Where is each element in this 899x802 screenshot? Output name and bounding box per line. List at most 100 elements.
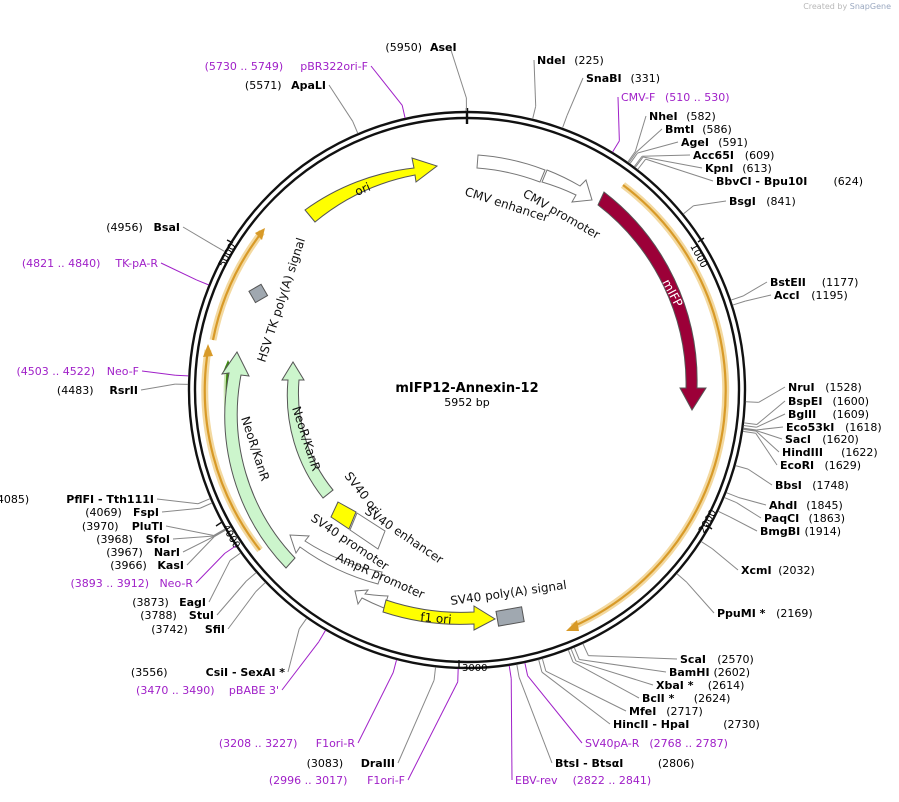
feature-hsv-tk-polya: [248, 283, 269, 304]
site-saci-leader: [756, 430, 783, 440]
primer-neo-r-leader: [195, 552, 226, 584]
feature-mifp: [597, 191, 707, 411]
site-bmti-leader: [635, 128, 663, 153]
primer-neo-r-range: (3893 .. 3912): [70, 577, 149, 590]
site-eagi-leader: [208, 560, 231, 603]
plasmid-name: mIFP12-Annexin-12: [395, 381, 538, 396]
site-kpni-tick: [634, 156, 644, 168]
site-snabi-name: SnaBI: [586, 72, 622, 85]
primer-cmv-f-leader: [617, 96, 620, 141]
site-btsi-bts-i-pos: (2806): [658, 757, 695, 770]
feature-neor-kanr-outer: [220, 351, 296, 569]
site-leader-lines: [140, 46, 786, 781]
primer-pbabe-3--range: (3470 .. 3490): [136, 684, 215, 697]
primer-ebv-rev-leader: [510, 678, 513, 781]
primer-f1ori-f-leader: [407, 681, 459, 781]
site-ahdi-tick: [726, 492, 739, 498]
site-ppumi--tick: [676, 573, 688, 583]
site-pluti-leader: [165, 525, 214, 536]
site-agei-tick: [629, 152, 638, 164]
site-agei-leader: [637, 141, 679, 154]
site-kpni-leader: [642, 156, 703, 169]
site-mfei-name: MfeI: [629, 705, 656, 718]
tick-label-5000: 5000: [217, 242, 239, 270]
site-labels: AseI(5950)NdeI(225)SnaBI(331)NheI(582)Bm…: [0, 41, 882, 787]
primer-pbr322ori-f-range: (5730 .. 5749): [205, 60, 284, 73]
site-hindiii-leader: [755, 430, 780, 453]
feature-sv40-promoter: [289, 534, 383, 585]
primer-pbabe-3--leader: [281, 641, 320, 691]
site-bmti-pos: (586): [702, 123, 732, 136]
site-acc65i-pos: (609): [745, 149, 775, 162]
site-bspei-tick: [743, 422, 758, 425]
site-csii-sexai--pos: (3556): [131, 666, 168, 679]
site-btsi-bts-i-name: BtsI - BtsαI: [555, 757, 623, 770]
site-nari-name: NarI: [154, 546, 180, 559]
site-bmgbi-pos: (1914): [805, 525, 842, 538]
primer-f1ori-r-range: (3208 .. 3227): [219, 737, 298, 750]
site-bmti-name: BmtI: [665, 123, 694, 136]
orf-arrowhead-mifp: [566, 620, 579, 631]
site-bbvci-bpu10i-pos: (624): [834, 175, 864, 188]
site-draiii-pos: (3083): [307, 757, 344, 770]
site-nhei-leader: [634, 115, 647, 152]
feature-label-ori: ori: [353, 180, 373, 199]
site-saci-tick: [743, 428, 757, 432]
site-sfii-pos: (3742): [151, 623, 188, 636]
site-bspei-leader: [756, 400, 786, 425]
site-scai-leader: [588, 655, 678, 660]
site-asei-pos: (5950): [385, 41, 422, 54]
site-eagi-pos: (3873): [132, 596, 169, 609]
site-bglii-name: BglII: [788, 408, 816, 421]
feature-cmv-enhancer: [476, 154, 546, 183]
snapgene-branding: Created by SnapGene: [803, 2, 891, 11]
site-ahdi-pos: (1845): [806, 499, 843, 512]
site-bglii-tick: [743, 425, 757, 428]
site-bamhi-name: BamHI: [669, 666, 710, 679]
site-ecori-leader: [755, 433, 778, 466]
feature-f1-ori: [382, 599, 497, 631]
feature-label-mifp: mIFP: [659, 277, 685, 310]
primer-tk-pa-r-tick: [196, 279, 209, 286]
site-pluti-tick: [213, 528, 226, 536]
site-fspi-pos: (4069): [85, 506, 122, 519]
site-paqci-name: PaqCI: [764, 512, 799, 525]
site-paqci-pos: (1863): [809, 512, 846, 525]
site-eagi-name: EagI: [179, 596, 206, 609]
primer-ebv-rev-tick: [508, 665, 512, 679]
site-bbvci-bpu10i-tick: [637, 158, 647, 170]
site-bbsi-tick: [735, 465, 749, 470]
site-bsgi-name: BsgI: [729, 195, 756, 208]
site-bspei-pos: (1600): [833, 395, 870, 408]
site-fspi-tick: [199, 502, 213, 509]
site-sfoi-tick: [213, 529, 226, 537]
site-bbsi-pos: (1748): [812, 479, 849, 492]
site-ecori-pos: (1629): [825, 459, 862, 472]
site-bsteii-tick: [730, 295, 744, 301]
site-nrui-pos: (1528): [825, 381, 862, 394]
site-hincii-hpai-pos: (2730): [723, 718, 760, 731]
site-bamhi-leader: [579, 659, 667, 673]
site-draiii-tick: [433, 667, 437, 681]
feature-sv40-enhancer: [349, 512, 386, 550]
site-eco53ki-leader: [756, 426, 784, 431]
primer-pbabe-3--name: pBABE 3': [229, 684, 279, 697]
site-csii-sexai--tick: [298, 618, 308, 630]
site-bbsi-leader: [747, 468, 773, 486]
primer-neo-r-name: Neo-R: [159, 577, 193, 590]
site-hincii-hpai-leader: [541, 671, 611, 725]
site-bsai-leader: [182, 226, 214, 246]
site-bmgbi-name: BmgBI: [760, 525, 800, 538]
site-acc65i-name: Acc65I: [693, 149, 734, 162]
site-apali-pos: (5571): [245, 79, 282, 92]
site-bcli--tick: [567, 649, 574, 663]
site-ecori-name: EcoRI: [780, 459, 814, 472]
orf-arc-tk-core: [211, 231, 263, 341]
site-csii-sexai--name: CsiI - SexAI *: [206, 666, 286, 679]
site-bsteii-leader: [743, 281, 768, 297]
site-sfii-leader: [227, 591, 257, 630]
site-xcmi-tick: [700, 541, 713, 550]
site-fspi-leader: [161, 507, 201, 513]
primer-ebv-rev-range: (2822 .. 2841): [573, 774, 652, 787]
primer-neo-f-name: Neo-F: [107, 365, 139, 378]
